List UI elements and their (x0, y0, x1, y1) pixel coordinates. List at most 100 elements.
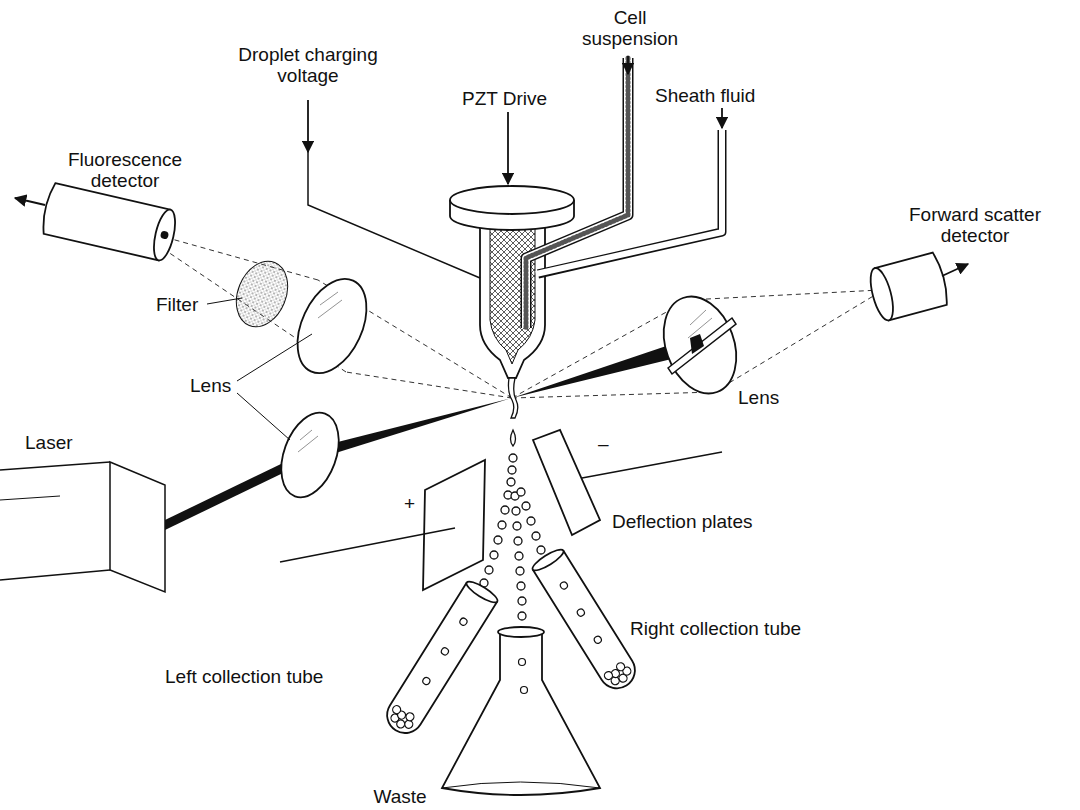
droplet-stream (513, 522, 521, 530)
left-collection-tube (464, 578, 500, 606)
droplet-stream (532, 532, 540, 540)
part-label: Droplet charging voltage (223, 45, 393, 87)
right-collection-tube (533, 550, 642, 695)
droplet-stream (518, 612, 526, 620)
droplet-stream (511, 430, 516, 446)
laser-body (0, 462, 165, 592)
signal-arrow (15, 198, 45, 205)
part-label: Lens (190, 376, 231, 397)
laser-body (0, 570, 110, 580)
forward-scatter-detector (866, 252, 950, 323)
droplet-stream (515, 552, 523, 560)
part-label: Sheath fluid (655, 86, 755, 107)
laser-beam (310, 398, 512, 461)
droplet-stream (490, 551, 498, 559)
forward-scatter-detector (866, 266, 897, 323)
lens (271, 405, 350, 505)
left-collection-tube (404, 711, 415, 722)
right-collection-tube (559, 581, 569, 591)
light-path (346, 372, 512, 398)
deflection-plate (423, 460, 485, 590)
part-label: Laser (25, 433, 73, 454)
droplet-stream (509, 454, 517, 462)
filter (227, 253, 297, 334)
fluorescence-detector (40, 182, 179, 262)
laser-body (0, 462, 110, 470)
plate-wire (582, 452, 722, 478)
part-label: + (404, 494, 415, 515)
lens (284, 268, 381, 384)
droplet-stream (518, 597, 526, 605)
fluorescence-detector (40, 182, 171, 260)
part-label: PZT Drive (462, 89, 547, 110)
lens-shading (318, 292, 342, 318)
right-collection-tube (603, 670, 614, 681)
droplet-stream (522, 502, 530, 510)
droplet-stream (485, 566, 493, 574)
pzt-drive (450, 186, 574, 230)
part-label: Waste (365, 787, 435, 808)
leader-line (207, 298, 312, 440)
leader-line (237, 393, 290, 440)
input-arrow (307, 100, 309, 152)
light-path (714, 292, 880, 392)
signal-arrow (942, 264, 968, 276)
left-collection-tube (391, 704, 402, 715)
signal-arrow (15, 198, 45, 205)
laser-body (0, 496, 60, 500)
part-label: Fluorescence detector (60, 150, 190, 192)
part-label: Lens (738, 388, 779, 409)
part-label: Filter (156, 295, 198, 316)
part-label: – (598, 434, 609, 455)
right-collection-tube (530, 546, 642, 695)
leader-line (207, 298, 242, 304)
light-path (512, 392, 714, 398)
laser-body (110, 462, 165, 592)
droplet-stream (512, 507, 520, 515)
input-arrow (507, 112, 509, 184)
waste-flask (442, 632, 600, 795)
droplet-stream (508, 466, 516, 474)
left-collection-tube (459, 617, 469, 627)
right-collection-tube (576, 608, 586, 618)
signal-arrow (942, 264, 968, 276)
left-collection-tube (440, 647, 450, 657)
lens-shading (298, 430, 318, 452)
input-arrow (627, 56, 629, 74)
beam-stop (668, 318, 736, 374)
right-collection-tube (530, 546, 566, 574)
light-path (688, 290, 880, 300)
beam-stop-fill (690, 334, 704, 354)
beam-stop (668, 318, 736, 374)
droplet-stream (537, 546, 545, 554)
part-label: Right collection tube (630, 619, 801, 640)
right-collection-tube (593, 635, 603, 645)
left-collection-tube (386, 611, 476, 733)
filter (227, 253, 297, 334)
part-label: Cell suspension (575, 8, 685, 50)
right-collection-tube (550, 576, 634, 689)
pzt-drive (450, 186, 574, 214)
plate-wire (280, 452, 722, 562)
charging-wire (308, 150, 480, 278)
waste-flask (519, 659, 526, 666)
fluorescence-detector (150, 208, 179, 263)
droplet-stream (514, 537, 522, 545)
droplet-stream (494, 536, 502, 544)
droplet-stream (527, 517, 535, 525)
lens-shading (688, 310, 712, 338)
plate-wire (280, 528, 455, 562)
input-arrow (721, 108, 723, 128)
part-label: Forward scatter detector (900, 205, 1050, 247)
droplet-stream (480, 378, 545, 620)
droplet-stream (516, 567, 524, 575)
droplet-stream (517, 488, 525, 496)
part-label: Deflection plates (612, 512, 752, 533)
waste-flask (521, 687, 528, 694)
lens (651, 286, 749, 403)
nozzle (480, 215, 545, 378)
input-arrow (308, 56, 722, 184)
nozzle (480, 215, 545, 378)
deflection-plate (533, 430, 600, 535)
